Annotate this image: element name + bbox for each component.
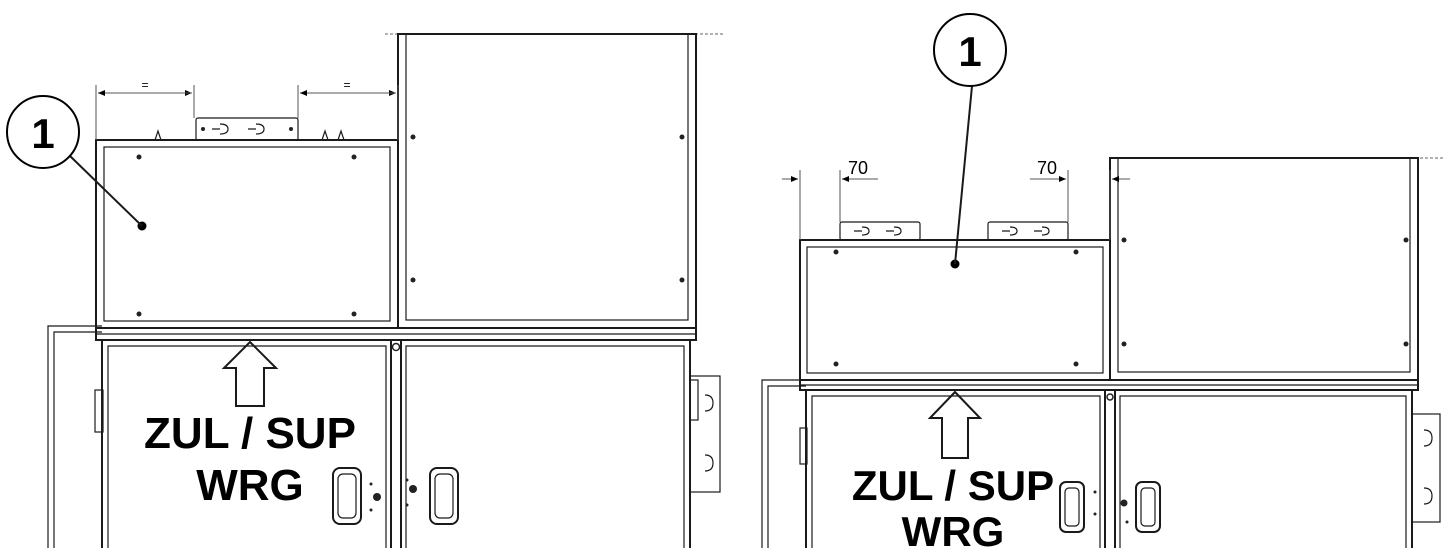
tall-cabinet xyxy=(1109,157,1419,381)
mounting-bracket xyxy=(987,221,1069,241)
lower-unit xyxy=(761,379,1441,548)
dimension-label-left: = xyxy=(141,78,148,92)
right-view: 70 70 xyxy=(761,13,1445,548)
module-1-box xyxy=(799,221,1111,381)
dimension-label-right: 70 xyxy=(1037,158,1057,178)
callout-number: 1 xyxy=(958,28,981,75)
module-1-box xyxy=(95,117,399,329)
airflow-up-arrow-icon xyxy=(927,390,983,459)
airflow-label-line1: ZUL / SUP xyxy=(144,409,356,458)
dimension-lines-left: = = xyxy=(95,78,399,140)
lower-unit xyxy=(47,325,721,548)
callout-circle xyxy=(6,95,80,169)
tall-cabinet xyxy=(397,33,697,329)
door-handle-right xyxy=(429,467,459,525)
airflow-label-line2: WRG xyxy=(196,461,304,510)
door-handle-left xyxy=(1059,481,1085,533)
door-handle-left xyxy=(332,467,362,525)
callout-circle xyxy=(933,13,1007,87)
callout-leader xyxy=(954,85,973,265)
dimension-label-right: = xyxy=(343,78,350,92)
mounting-bracket xyxy=(195,117,299,141)
airflow-label-line1: ZUL / SUP xyxy=(852,462,1054,509)
callout-leader xyxy=(69,155,143,227)
airflow-label-line2: WRG xyxy=(902,508,1005,548)
mounting-bracket xyxy=(839,221,921,241)
airflow-up-arrow-icon xyxy=(221,340,279,407)
callout-number: 1 xyxy=(31,110,54,157)
dimension-label-left: 70 xyxy=(848,158,868,178)
door-handle-right xyxy=(1135,481,1161,533)
dimension-lines-right: 70 70 xyxy=(782,158,1130,240)
left-view: = = xyxy=(6,33,725,548)
